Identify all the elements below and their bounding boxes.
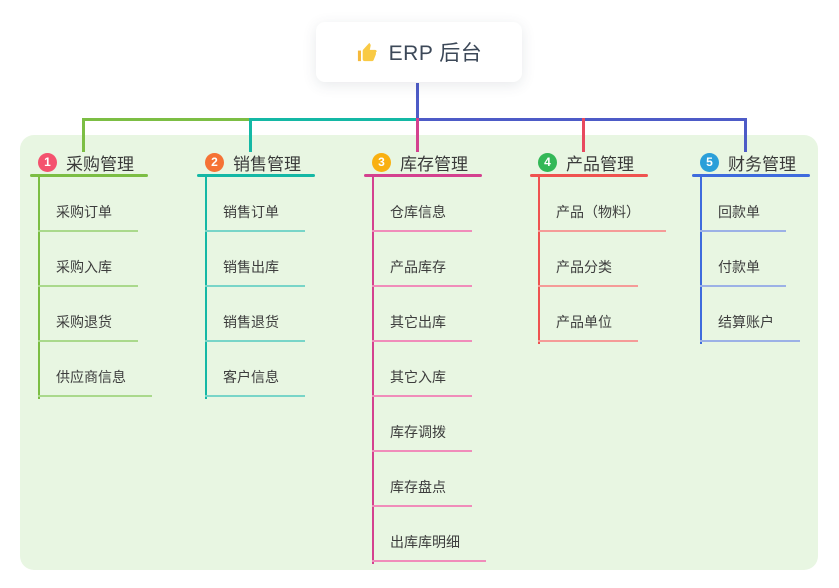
branch-title: 库存管理 <box>400 154 468 174</box>
branch-underline <box>197 174 315 177</box>
leaf-node[interactable]: 采购退货 <box>38 312 138 342</box>
branch-underline <box>530 174 648 177</box>
branches-panel <box>20 135 818 570</box>
leaf-node[interactable]: 其它入库 <box>372 367 472 397</box>
leaf-node[interactable]: 库存调拨 <box>372 422 472 452</box>
leaf-node[interactable]: 销售订单 <box>205 202 305 232</box>
leaf-node[interactable]: 仓库信息 <box>372 202 472 232</box>
branch-node-4[interactable]: 4 产品管理 <box>538 150 634 174</box>
branch-number-badge: 2 <box>205 152 224 172</box>
branch-number-badge: 1 <box>38 152 57 172</box>
leaf-node[interactable]: 产品（物料） <box>538 202 666 232</box>
branch-underline <box>692 174 810 177</box>
leaf-node[interactable]: 供应商信息 <box>38 367 152 397</box>
branch-node-5[interactable]: 5 财务管理 <box>700 150 796 174</box>
leaf-node[interactable]: 采购订单 <box>38 202 138 232</box>
leaf-node[interactable]: 库存盘点 <box>372 477 472 507</box>
leaf-node[interactable]: 客户信息 <box>205 367 305 397</box>
leaf-node[interactable]: 产品库存 <box>372 257 472 287</box>
branch-drop-line <box>744 118 747 152</box>
leaf-node[interactable]: 销售出库 <box>205 257 305 287</box>
branch-number-badge: 5 <box>700 152 719 172</box>
branch-title: 销售管理 <box>233 154 301 174</box>
branch-stem-line <box>538 176 540 344</box>
branch-drop-line <box>82 118 85 152</box>
branch-title: 采购管理 <box>66 154 134 174</box>
leaf-node[interactable]: 其它出库 <box>372 312 472 342</box>
branch-title: 财务管理 <box>728 154 796 174</box>
branch-node-2[interactable]: 2 销售管理 <box>205 150 301 174</box>
leaf-node[interactable]: 出库库明细 <box>372 532 486 562</box>
branch-underline <box>30 174 148 177</box>
leaf-node[interactable]: 产品分类 <box>538 257 638 287</box>
branch-stem-line <box>372 176 374 564</box>
branch-stem-line <box>38 176 40 399</box>
branch-stem-line <box>700 176 702 344</box>
branch-stem-line <box>205 176 207 399</box>
branch-title: 产品管理 <box>566 154 634 174</box>
branch-drop-line <box>582 118 585 152</box>
branch-node-3[interactable]: 3 库存管理 <box>372 150 468 174</box>
leaf-node[interactable]: 付款单 <box>700 257 786 287</box>
root-node-label: ERP 后台 <box>388 42 483 65</box>
root-trunk-line <box>416 83 419 118</box>
leaf-node[interactable]: 回款单 <box>700 202 786 232</box>
leaf-node[interactable]: 产品单位 <box>538 312 638 342</box>
branch-node-1[interactable]: 1 采购管理 <box>38 150 134 174</box>
thumbs-up-icon <box>356 41 379 64</box>
branch-number-badge: 3 <box>372 152 391 172</box>
root-node-erp[interactable]: ERP 后台 <box>316 22 522 82</box>
leaf-node[interactable]: 结算账户 <box>700 312 800 342</box>
branch-number-badge: 4 <box>538 152 557 172</box>
leaf-node[interactable]: 采购入库 <box>38 257 138 287</box>
branch-drop-line <box>249 118 252 152</box>
connector-rail-segment <box>249 118 419 121</box>
branch-underline <box>364 174 482 177</box>
connector-rail-segment <box>82 118 252 121</box>
leaf-node[interactable]: 销售退货 <box>205 312 305 342</box>
branch-drop-line <box>416 118 419 152</box>
connector-rail-segment <box>416 118 747 121</box>
